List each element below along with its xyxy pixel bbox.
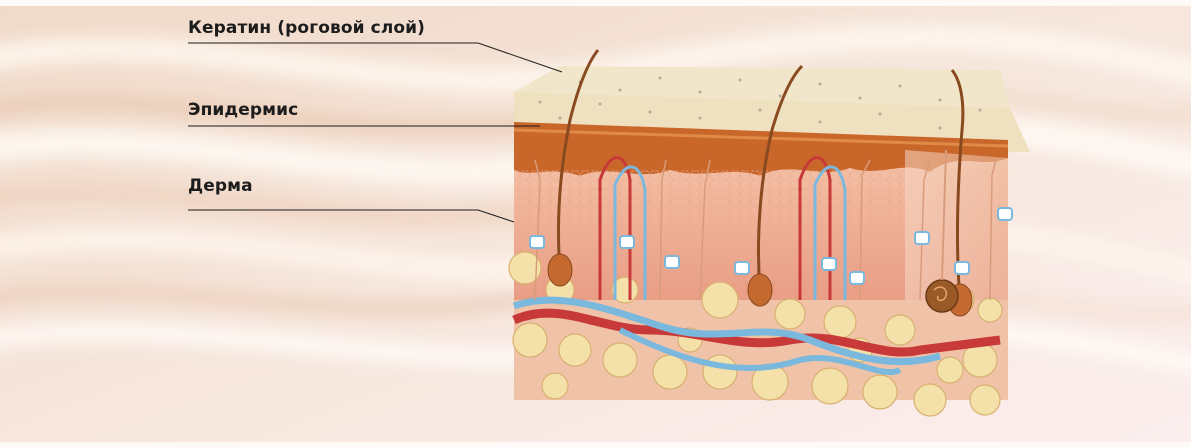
keratin-leader-line (188, 43, 562, 72)
keratin-label: Кератин (роговой слой) (188, 18, 425, 38)
dermis-leader-line (188, 210, 514, 222)
epidermis-label: Эпидермис (188, 100, 298, 120)
dermis-label: Дерма (188, 176, 253, 196)
